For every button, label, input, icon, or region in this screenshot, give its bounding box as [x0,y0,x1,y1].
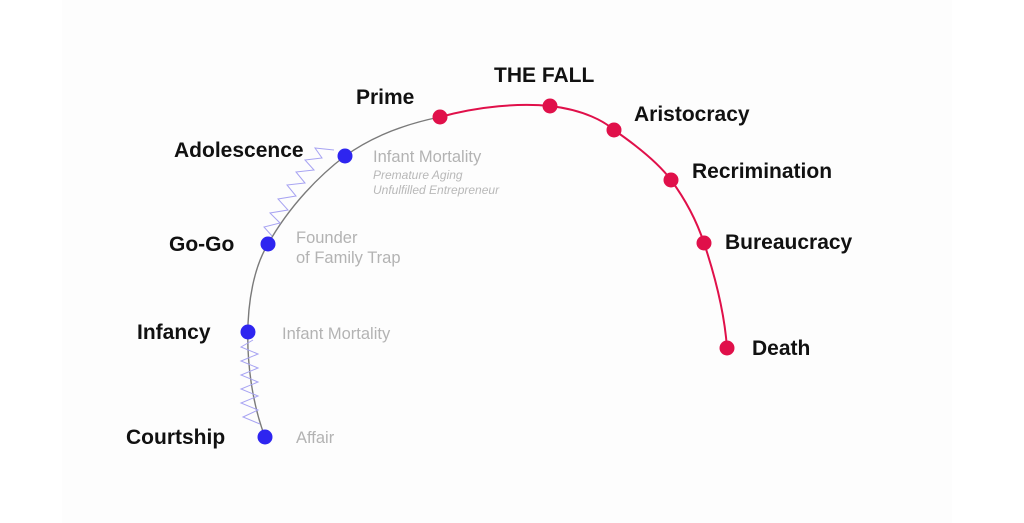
dot-infancy [240,324,256,340]
trap-label-premature-aging: Premature Aging [373,168,463,182]
dot-bureaucracy [696,235,712,251]
growth-curve [247,116,441,438]
trap-label-family-trap: of Family Trap [296,249,401,267]
dot-adolescence [337,148,353,164]
dot-fall [542,98,558,114]
dot-death [719,340,735,356]
stage-label-courtship: Courtship [126,426,226,449]
dot-gogo [260,236,276,252]
trap-label-founder: Founder [296,229,358,247]
courtship-infancy-zigzag [239,339,261,425]
dot-recrimination [663,172,679,188]
trap-label-unfulfilled-entrepreneur: Unfulfilled Entrepreneur [373,183,500,197]
stage-label-gogo: Go-Go [169,233,235,256]
stage-label-adolescence: Adolescence [174,139,304,162]
aging-curve [439,103,728,349]
trap-label-infant-mortality: Infant Mortality [282,325,391,343]
stage-label-aristocracy: Aristocracy [634,103,750,126]
diagram-background [62,0,952,523]
dot-aristocracy [606,122,622,138]
gogo-adolescence-zigzag [263,147,335,237]
trap-label-adolescence-mortality: Infant Mortality [373,148,482,166]
stage-label-infancy: Infancy [137,321,211,344]
stage-label-prime: Prime [356,86,415,109]
stage-label-recrimination: Recrimination [692,160,833,183]
dot-courtship [257,429,273,445]
stage-label-fall: THE FALL [494,64,595,87]
stage-label-bureaucracy: Bureaucracy [725,231,853,254]
dot-prime [432,109,448,125]
stage-label-death: Death [752,337,811,360]
trap-label-affair: Affair [296,429,335,447]
